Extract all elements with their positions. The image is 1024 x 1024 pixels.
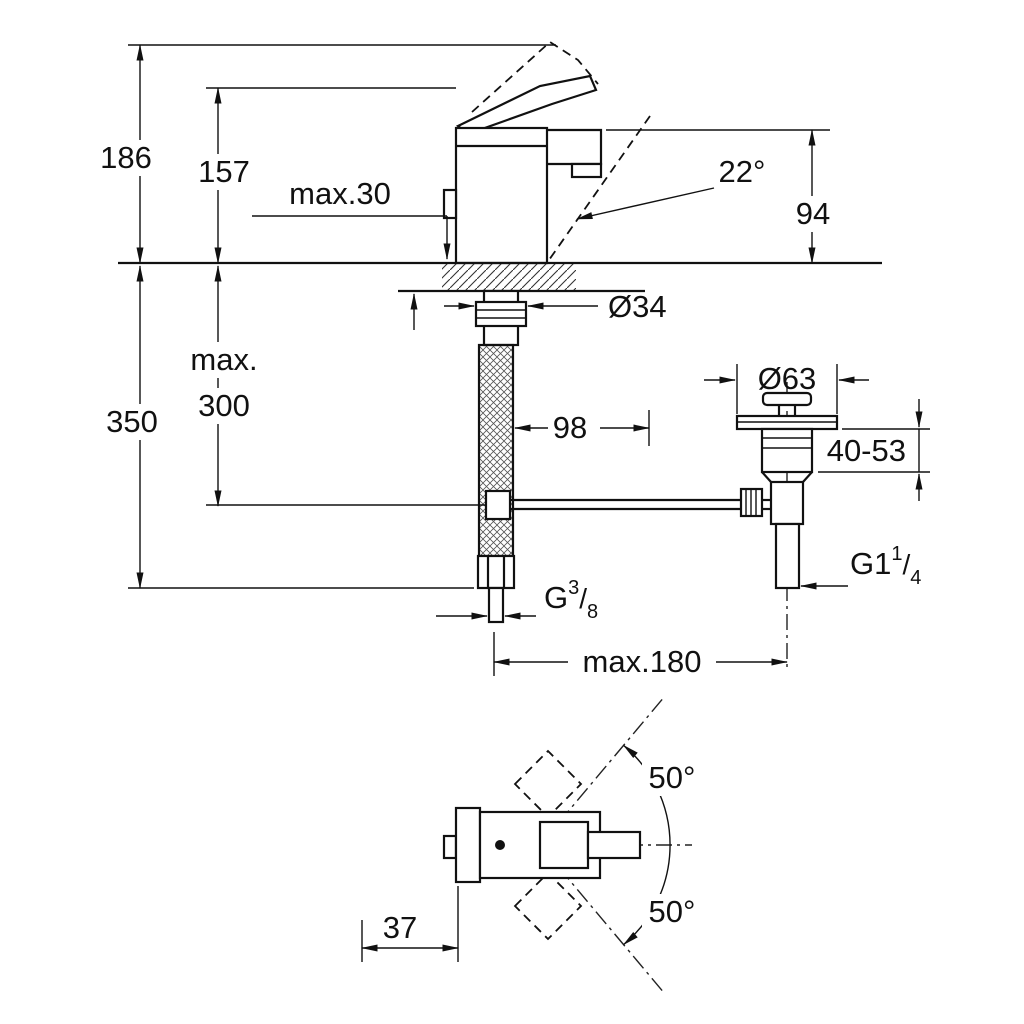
deck-hatching xyxy=(442,263,576,291)
faucet-lever xyxy=(455,74,598,136)
waste-plug xyxy=(761,391,813,407)
spout-nub-top-view xyxy=(442,834,458,860)
deck xyxy=(118,261,882,293)
spout-block-top-view xyxy=(454,806,482,884)
lever-pad-top-view xyxy=(538,820,590,870)
leader-arrow xyxy=(576,187,715,220)
aerator xyxy=(570,162,603,179)
waste-taper-right xyxy=(802,471,813,483)
dim-spout-angle: 22° xyxy=(576,154,766,220)
label-backing xyxy=(184,342,264,378)
lever-position-lower-dashed xyxy=(513,871,583,941)
dim-below-max: max. 300 xyxy=(184,265,486,507)
label-reach-max: max.180 xyxy=(583,644,702,679)
label-backing xyxy=(782,196,844,232)
label-below-max-value: 300 xyxy=(198,388,250,423)
thread-numerator: 1 xyxy=(891,543,902,565)
thread-denominator: 4 xyxy=(910,567,921,589)
label-waste-flange-diameter: Ø63 xyxy=(758,361,817,396)
thread-prefix: G xyxy=(544,580,568,615)
waste-lower-body xyxy=(769,480,805,526)
dim-waste-flange: Ø63 xyxy=(704,361,869,414)
label-spout-height: 94 xyxy=(796,196,830,231)
label-backing xyxy=(98,404,166,440)
label-waste-thread: G11/4 xyxy=(850,543,921,589)
label-supply-thread: G3/8 xyxy=(544,577,598,623)
label-backing xyxy=(188,388,260,424)
faucet-spout xyxy=(547,128,603,166)
flexible-supply-hose xyxy=(477,343,515,558)
label-backing xyxy=(642,894,702,930)
supply-tube-end xyxy=(487,586,505,624)
lever-raised-dashed-outline xyxy=(471,40,599,113)
thread-prefix: G1 xyxy=(850,546,891,581)
pop-up-waste xyxy=(735,382,839,670)
dim-supply-thread: G3/8 xyxy=(436,577,598,623)
under-deck-assembly xyxy=(474,289,741,624)
label-below-total: 350 xyxy=(106,404,158,439)
dim-deck-thickness: max.30 xyxy=(252,176,451,330)
faucet-body xyxy=(454,126,549,265)
label-lever-offset: 37 xyxy=(383,910,417,945)
dim-height-total: 186 xyxy=(92,44,556,264)
dim-waste-range: 40-53 xyxy=(818,399,930,501)
dim-lever-offset: 37 xyxy=(361,886,459,962)
faucet-body-group xyxy=(442,40,651,265)
waste-tailpipe xyxy=(774,522,801,590)
label-backing xyxy=(642,760,702,796)
aerator-dot xyxy=(495,840,505,850)
dim-hole-diameter: Ø34 xyxy=(444,289,667,324)
thread-numerator: 3 xyxy=(568,577,579,599)
label-swivel-upper: 50° xyxy=(649,760,696,795)
label-hole-diameter: Ø34 xyxy=(608,289,667,324)
waste-upper-body xyxy=(760,427,814,474)
label-backing xyxy=(568,644,716,680)
label-height-to-lever: 157 xyxy=(198,154,250,189)
label-swivel-lower: 50° xyxy=(649,894,696,929)
dim-height-to-lever: 157 xyxy=(190,87,456,264)
label-waste-range: 40-53 xyxy=(827,433,906,468)
thread-slash: / xyxy=(902,549,910,580)
label-below-max-word: max. xyxy=(190,342,257,377)
waste-taper-left xyxy=(761,471,772,483)
front-view xyxy=(118,40,882,670)
dim-waste-thread: G11/4 xyxy=(800,543,921,590)
pop-up-knob xyxy=(442,188,458,220)
label-height-total: 186 xyxy=(100,140,152,175)
label-spout-angle: 22° xyxy=(719,154,766,189)
dimensions: 186 157 max.30 22° 94 xyxy=(92,44,930,680)
plan-view: 50° 50° 37 xyxy=(361,695,702,995)
hose-connector-nut xyxy=(476,554,516,590)
dim-reach-max: max.180 xyxy=(493,632,788,680)
label-backing xyxy=(190,154,258,190)
label-backing xyxy=(92,140,160,176)
dim-below-total: 350 xyxy=(98,265,474,589)
label-rod-length: 98 xyxy=(553,410,587,445)
rod-clamp xyxy=(484,489,512,521)
lever-position-upper-dashed xyxy=(513,749,583,819)
lever-arm-top-view xyxy=(586,830,642,860)
label-deck-max: max.30 xyxy=(289,176,391,211)
thread-slash: / xyxy=(579,583,587,614)
dim-spout-height: 94 xyxy=(606,129,844,264)
dim-rod-length: 98 xyxy=(514,410,650,446)
thread-denominator: 8 xyxy=(587,601,598,623)
mounting-nut xyxy=(474,300,528,328)
